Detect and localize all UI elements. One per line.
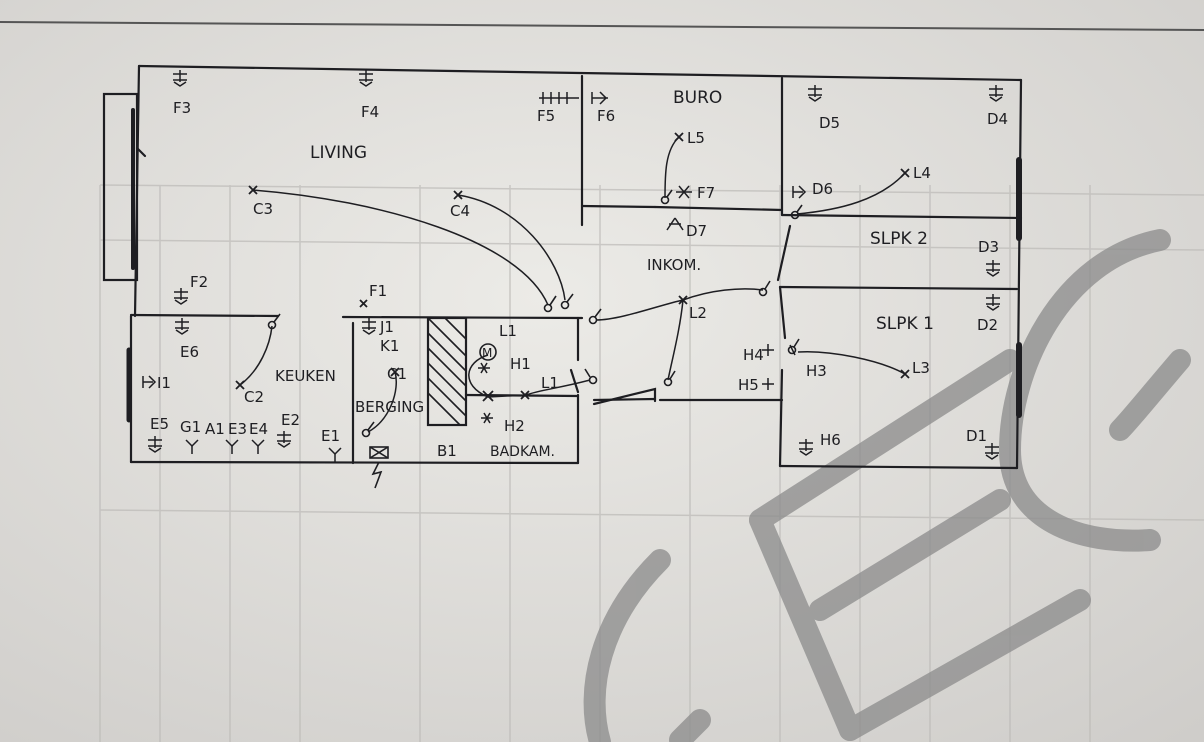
code-h1: H1	[510, 355, 531, 373]
code-l1-top: L1	[499, 322, 517, 340]
code-e5: E5	[150, 415, 169, 433]
walls	[102, 64, 1023, 470]
room-slpk2: SLPK 2	[870, 229, 928, 249]
code-f6: F6	[597, 107, 615, 125]
code-i1: I1	[157, 374, 171, 392]
code-l5: L5	[687, 129, 705, 147]
code-d3: D3	[978, 238, 999, 256]
code-c1: C1	[387, 365, 407, 383]
code-h6: H6	[820, 431, 841, 449]
code-e4: E4	[249, 420, 268, 438]
room-keuken: KEUKEN	[275, 367, 336, 385]
code-e3: E3	[228, 420, 247, 438]
element-codes: F3 F4 F5 F6 F7 F2 F1 L5 L4 L2 L3 D5 D4 D…	[150, 99, 1008, 460]
watermark-logo	[583, 229, 1191, 742]
room-berging: BERGING	[355, 398, 424, 416]
outlet-symbols	[142, 70, 1003, 462]
code-c3: C3	[253, 200, 273, 218]
code-h5: H5	[738, 376, 759, 394]
code-f4: F4	[361, 103, 379, 121]
code-f5: F5	[537, 107, 555, 125]
code-d1: D1	[966, 427, 987, 445]
code-c4: C4	[450, 202, 470, 220]
code-d2: D2	[977, 316, 998, 334]
code-f3: F3	[173, 99, 191, 117]
code-l2: L2	[689, 304, 707, 322]
code-l4: L4	[913, 164, 931, 182]
code-h3: H3	[806, 362, 827, 380]
code-e1: E1	[321, 427, 340, 445]
code-f7: F7	[697, 184, 715, 202]
code-b1: B1	[437, 442, 457, 460]
room-badkamer: BADKAM.	[490, 444, 555, 460]
code-h4: H4	[743, 346, 764, 364]
code-e2: E2	[281, 411, 300, 429]
code-f2: F2	[190, 273, 208, 291]
room-living: LIVING	[310, 143, 367, 163]
code-d7: D7	[686, 222, 707, 240]
room-inkom: INKOM.	[647, 256, 701, 274]
code-m: M	[482, 346, 492, 360]
code-d6: D6	[812, 180, 833, 198]
code-e6: E6	[180, 343, 199, 361]
code-j1: J1	[379, 318, 394, 336]
code-l1: L1	[541, 374, 559, 392]
code-h2: H2	[504, 417, 525, 435]
room-slpk1: SLPK 1	[876, 314, 934, 334]
code-c2: C2	[244, 388, 264, 406]
paper-edge-line	[0, 21, 1204, 31]
code-f1: F1	[369, 282, 387, 300]
switch-symbols	[267, 189, 803, 489]
code-d5: D5	[819, 114, 840, 132]
code-g1: G1	[180, 418, 201, 436]
code-l3: L3	[912, 359, 930, 377]
room-labels: LIVING BURO INKOM. SLPK 2 SLPK 1 KEUKEN …	[275, 88, 934, 460]
code-d4: D4	[987, 110, 1008, 128]
room-buro: BURO	[673, 88, 722, 108]
code-k1: K1	[380, 337, 399, 355]
light-points	[235, 132, 910, 402]
code-a1: A1	[205, 420, 225, 438]
